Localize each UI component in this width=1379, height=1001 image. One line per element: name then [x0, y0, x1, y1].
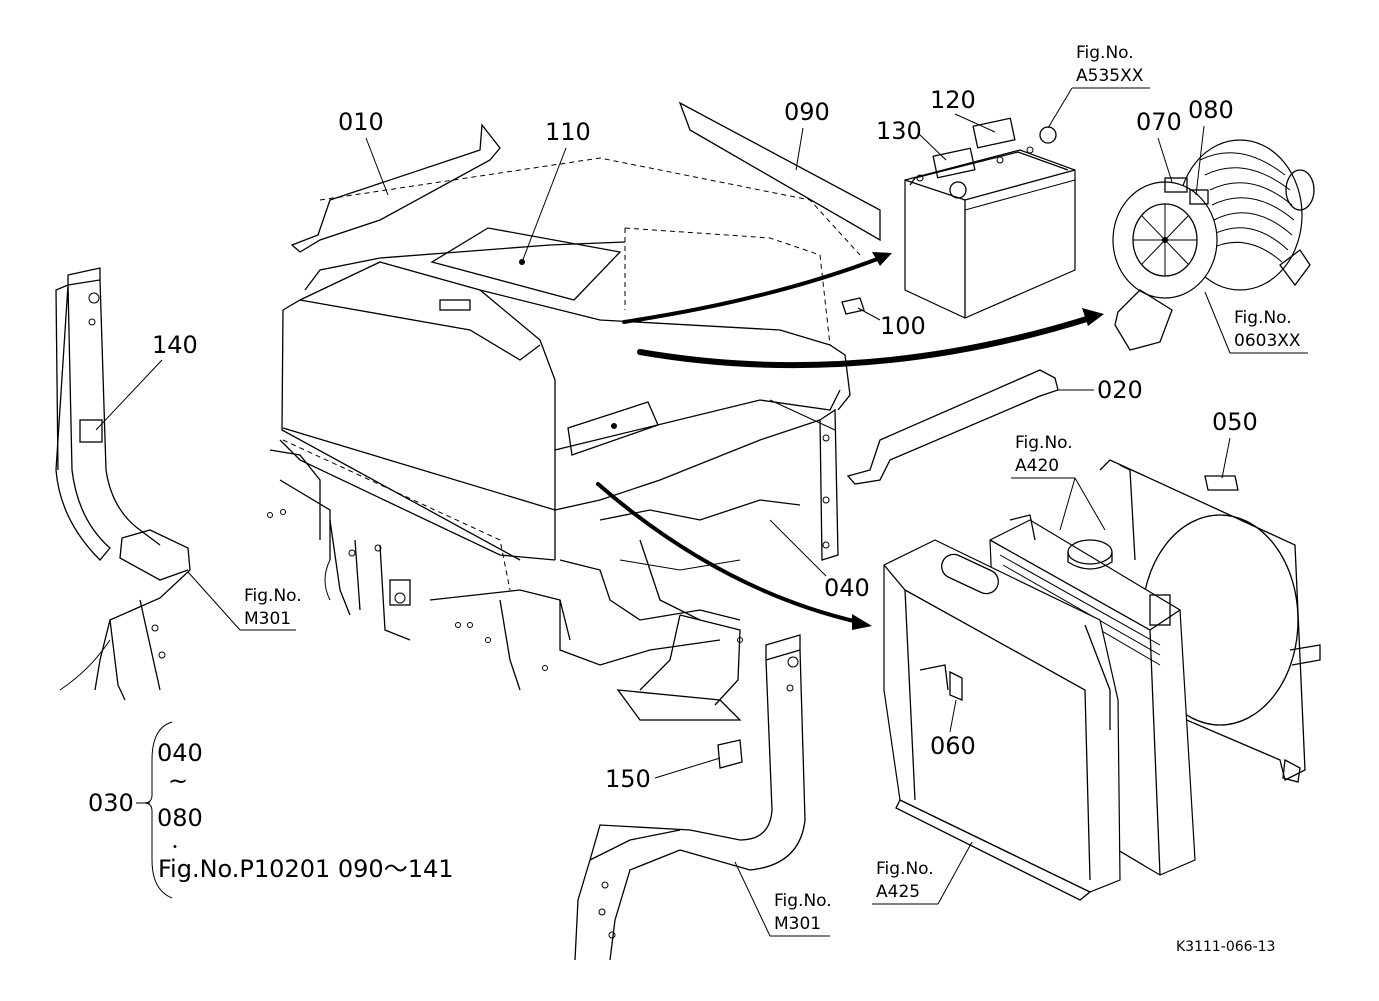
figref-a535xx-label: Fig.No. [1076, 43, 1134, 63]
part-150-tag [717, 739, 743, 769]
note-reference: Fig.No.P10201 090～141 [158, 855, 454, 883]
figref-m301-center-number: M301 [774, 914, 821, 934]
callout-150: 150 [605, 757, 721, 793]
callout-110: 110 [521, 118, 591, 263]
arrow-to-battery [622, 256, 882, 324]
part-010-cover [290, 123, 501, 253]
part-020-cover: 020 [846, 369, 1143, 485]
callout-080: 080 [1188, 96, 1234, 196]
figref-a425: Fig.No. A425 [872, 841, 973, 905]
figref-a425-number: A425 [876, 882, 920, 902]
callout-090: 090 [784, 98, 830, 171]
figref-a535xx-number: A535XX [1076, 66, 1144, 86]
air-cleaner [1112, 139, 1315, 351]
figref-a420: Fig.No. A420 [1011, 433, 1106, 531]
bonnet-assembly [267, 157, 861, 691]
part-100-clip: 100 [841, 297, 926, 340]
label-110: 110 [545, 118, 591, 146]
label-100: 100 [880, 312, 926, 340]
label-140: 140 [152, 331, 198, 359]
label-080: 080 [1188, 96, 1234, 124]
part-090-cover [678, 101, 881, 242]
label-090: 090 [784, 98, 830, 126]
callout-060: 060 [930, 699, 976, 760]
label-050: 050 [1212, 408, 1258, 436]
label-010: 010 [338, 108, 384, 136]
note-tilde: ~ [168, 767, 188, 795]
callout-140: 140 [95, 331, 198, 431]
left-frame-bracket [55, 267, 191, 701]
label-020: 020 [1097, 376, 1143, 404]
figref-0603xx-number: 0603XX [1234, 331, 1301, 351]
note-item-030: 030 [88, 789, 134, 817]
callout-070: 070 [1136, 108, 1182, 183]
label-150: 150 [605, 765, 651, 793]
figref-0603xx-label: Fig.No. [1234, 308, 1292, 328]
callout-130: 130 [876, 117, 947, 161]
figref-a420-label: Fig.No. [1015, 433, 1073, 453]
figref-a535xx: Fig.No. A535XX [1047, 43, 1150, 129]
callout-010: 010 [338, 108, 389, 196]
label-130: 130 [876, 117, 922, 145]
note-dot: ・ [168, 840, 182, 856]
note-range-end: 080 [157, 804, 203, 832]
figref-m301-left-label: Fig.No. [244, 586, 302, 606]
label-040: 040 [824, 574, 870, 602]
figref-a420-number: A420 [1015, 456, 1059, 476]
arrow-to-air-cleaner [637, 315, 1093, 369]
figref-m301-left: Fig.No. M301 [187, 571, 302, 631]
figref-a425-label: Fig.No. [876, 859, 934, 879]
callout-040: 040 [769, 519, 870, 602]
panel-110 [430, 227, 622, 301]
arrow-to-grille [596, 482, 860, 624]
label-120: 120 [930, 86, 976, 114]
figref-m301-left-number: M301 [244, 609, 291, 629]
figref-m301-center-label: Fig.No. [774, 891, 832, 911]
label-070: 070 [1136, 108, 1182, 136]
note-range-start: 040 [157, 739, 203, 767]
battery [904, 117, 1076, 319]
callout-120: 120 [930, 86, 996, 133]
front-grille-frame [883, 539, 1121, 901]
figref-m301-center: Fig.No. M301 [734, 861, 832, 937]
drawing-code: K3111-066-13 [1176, 939, 1275, 955]
set-note-030: 030 040 ~ 080 ・ Fig.No.P10201 090～141 [88, 721, 454, 899]
part-050-tag: 050 [1204, 408, 1258, 491]
part-060-tag [949, 670, 963, 701]
assembly-arrows [596, 252, 1104, 630]
center-frame-bracket [574, 614, 806, 961]
figref-0603xx: Fig.No. 0603XX [1204, 291, 1308, 354]
label-060: 060 [930, 732, 976, 760]
panel-040-slot [567, 401, 659, 456]
